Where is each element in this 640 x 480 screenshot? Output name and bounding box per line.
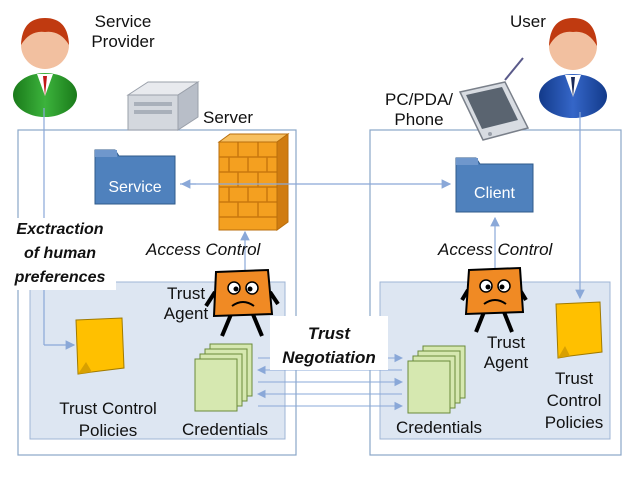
- service-box-label: Service: [108, 179, 162, 196]
- firewall-icon: [217, 133, 290, 231]
- server-credentials-label: Credentials: [182, 420, 268, 439]
- client-device-label: PC/PDA/ Phone: [384, 90, 454, 129]
- server-policies-label: Trust Control Policies: [59, 399, 157, 440]
- client-policies-label: Trust Control Policies: [544, 369, 604, 432]
- server-policy-icon: [75, 317, 125, 375]
- extraction-label: Exctraction of human preferences: [4, 218, 116, 290]
- client-box-label: Client: [474, 185, 515, 202]
- service-provider-label: Service Provider: [91, 12, 155, 51]
- client-trust-agent-label: Trust Agent: [483, 333, 529, 372]
- client-credentials-label: Credentials: [396, 418, 482, 437]
- client-trust-agent-icon: [460, 266, 528, 333]
- client-policy-icon: [555, 301, 603, 359]
- negotiation-label-bg: [270, 316, 388, 370]
- client-access-control-label: Access Control: [438, 240, 553, 259]
- server-trust-agent-icon: [204, 268, 280, 337]
- server-access-control-label: Access Control: [146, 240, 261, 259]
- server-icon: [126, 81, 200, 131]
- service-provider-avatar: [13, 18, 77, 117]
- server-credentials-icon: [194, 343, 253, 412]
- negotiation-label: Trust Negotiation: [282, 324, 376, 367]
- user-label: User: [510, 12, 546, 31]
- client-box: [455, 157, 534, 213]
- client-credentials-icon: [407, 345, 466, 414]
- pda-icon: [458, 57, 530, 141]
- user-avatar: [539, 18, 607, 118]
- server-trust-agent-label: Trust Agent: [163, 284, 209, 323]
- service-box: [94, 149, 176, 205]
- server-label: Server: [203, 108, 254, 127]
